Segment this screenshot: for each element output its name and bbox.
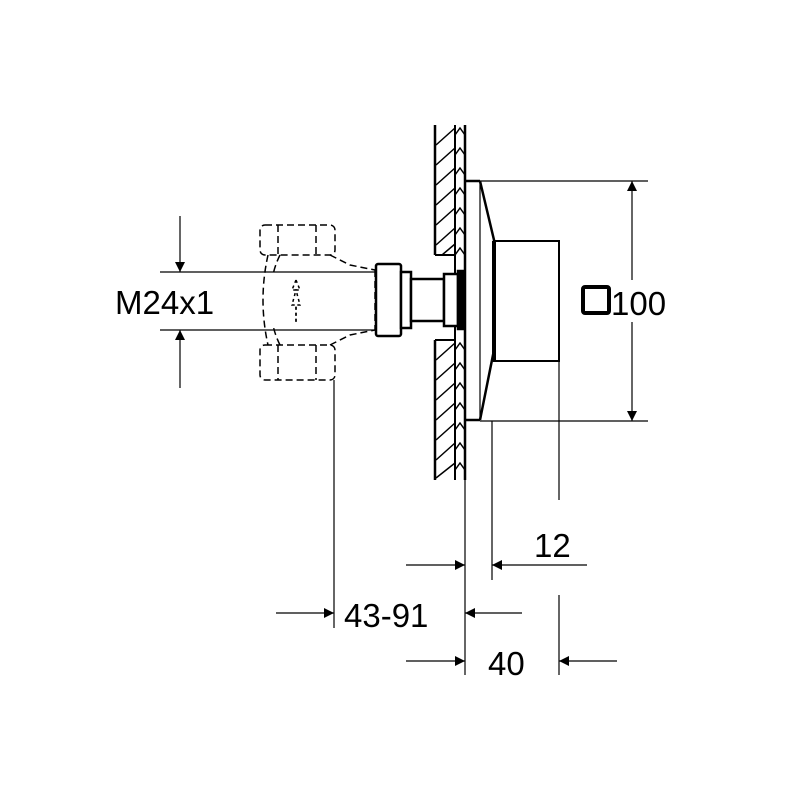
square-symbol-icon: [581, 285, 611, 315]
extension-lines: [160, 180, 648, 675]
valve-body-hidden: [259, 224, 376, 381]
rosette-depth-label: 12: [534, 527, 571, 564]
thread-dimension-label: M24x1: [115, 284, 214, 321]
spindle-adapter: [374, 262, 466, 338]
dimension-arrows: [175, 181, 637, 666]
projection-label: 40: [488, 645, 525, 682]
rosette-size-label: 100: [611, 285, 666, 322]
installation-depth-label: 43-91: [344, 597, 428, 634]
handle: [492, 240, 560, 362]
rosette: [465, 179, 496, 422]
